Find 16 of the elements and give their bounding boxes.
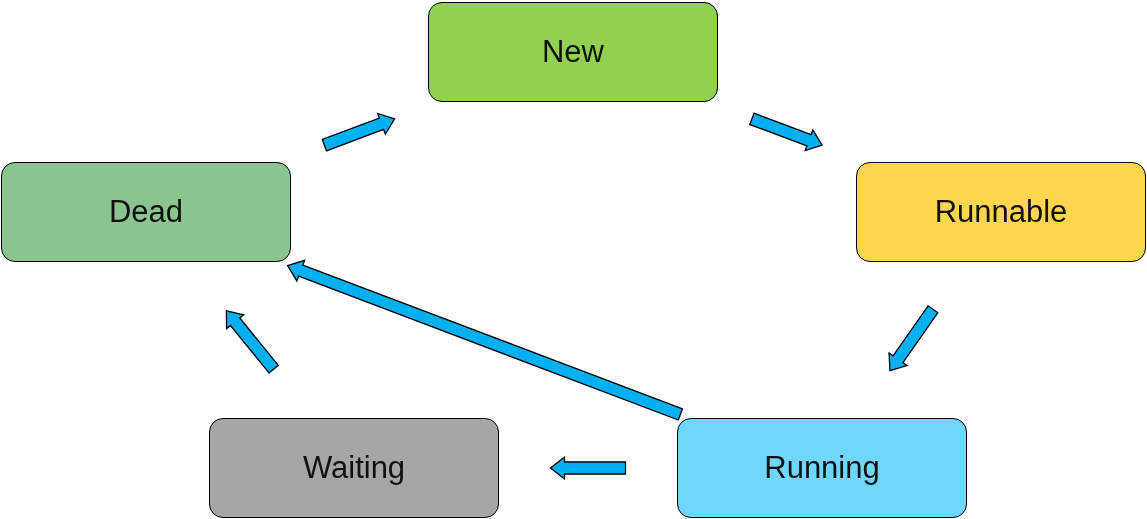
state-box <box>428 2 718 102</box>
state-label: Runnable <box>934 194 1068 230</box>
state-label: Waiting <box>302 450 406 486</box>
block-arrow <box>888 304 939 372</box>
block-arrow <box>225 310 280 374</box>
state-box <box>677 418 967 518</box>
state-box <box>856 162 1146 262</box>
state-box <box>1 162 291 262</box>
state-label: Running <box>764 450 880 486</box>
state-label: New <box>542 34 604 70</box>
block-arrow <box>549 455 627 481</box>
state-label: Dead <box>108 194 184 230</box>
state-box <box>209 418 499 518</box>
block-arrow <box>321 112 396 152</box>
block-arrow <box>286 259 684 421</box>
block-arrow <box>748 112 824 152</box>
